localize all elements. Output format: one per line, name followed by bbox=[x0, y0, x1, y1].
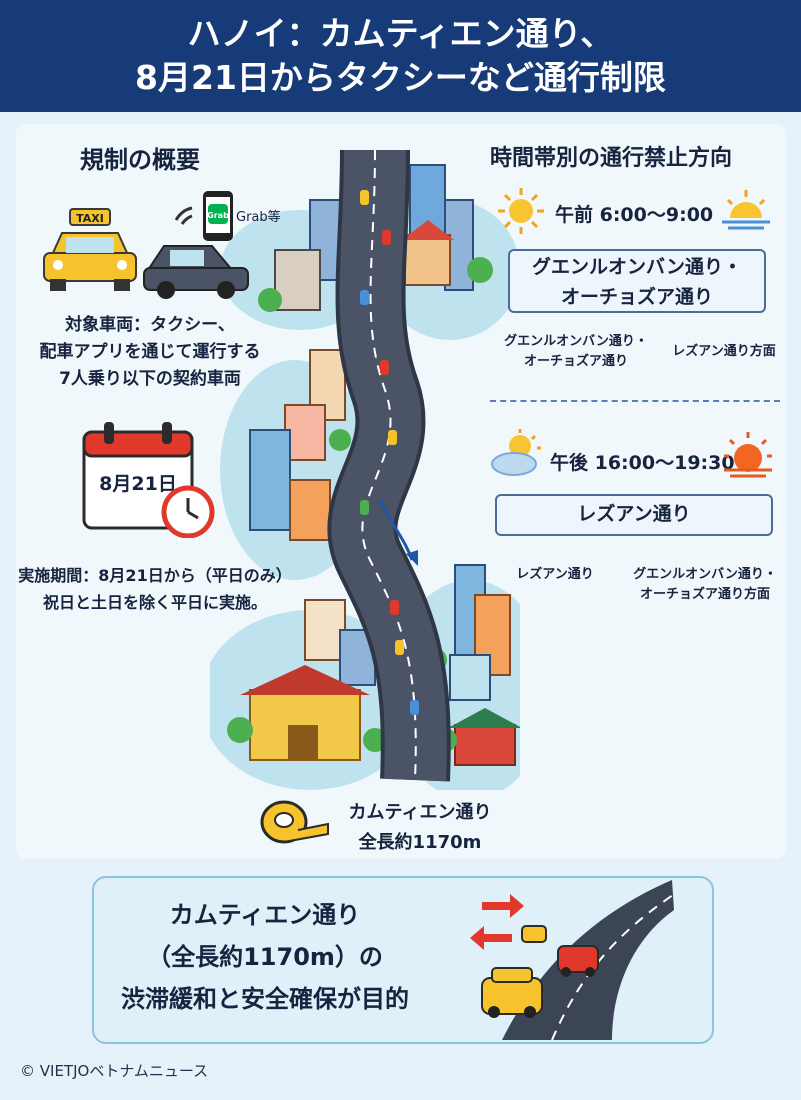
page-header: ハノイ：カムティエン通り、 8月21日からタクシーなど通行制限 bbox=[0, 0, 801, 112]
schedule-divider bbox=[490, 400, 780, 402]
morning-restricted-box: グエンルオンバン通り・ オーチョズア通り bbox=[508, 249, 766, 313]
period-line-2: 祝日と土日を除く平日に実施。 bbox=[42, 593, 267, 612]
morning-box-line-2: オーチョズア通り bbox=[560, 286, 713, 308]
partly-cloudy-icon bbox=[491, 429, 541, 476]
copyright: © VIETJOベトナムニュース bbox=[20, 1062, 209, 1080]
overview-heading: 規制の概要 bbox=[80, 146, 200, 174]
morning-box-line-1: グエンルオンバン通り・ bbox=[532, 256, 742, 278]
smartphone-icon: Grab bbox=[203, 191, 233, 241]
sun-icon bbox=[498, 188, 544, 234]
title-line-2: 8月21日からタクシーなど通行制限 bbox=[135, 58, 666, 97]
vehicles-line-1: 対象車両：タクシー、 bbox=[65, 315, 235, 335]
morning-from-line-1: グエンルオンバン通り・ bbox=[504, 334, 648, 349]
app-label: Grab等 bbox=[236, 210, 281, 225]
morning-from-line-2: オーチョズア通り bbox=[523, 354, 628, 369]
morning-to: レズアン通り方面 bbox=[672, 344, 776, 359]
goal-line-2: （全長約1170m）の bbox=[147, 943, 383, 971]
evening-to-line-2: オーチョズア通り方面 bbox=[639, 587, 770, 602]
vehicles-line-2: 配車アプリを通じて運行する bbox=[39, 342, 261, 362]
vehicles-line-3: 7人乗り以下の契約車両 bbox=[59, 369, 241, 389]
sunset-icon bbox=[724, 432, 772, 478]
small-taxi-icon bbox=[521, 925, 547, 943]
period-info: 実施期間：8月21日から（平日のみ） 祝日と土日を除く平日に実施。 bbox=[10, 562, 300, 616]
city-area-right-top bbox=[380, 164, 520, 340]
ride-hailing-car-icon bbox=[143, 206, 249, 299]
target-vehicles: 対象車両：タクシー、 配車アプリを通じて運行する 7人乗り以下の契約車両 bbox=[20, 312, 280, 393]
wifi-signal-icon bbox=[174, 206, 193, 225]
evening-to-line-1: グエンルオンバン通り・ bbox=[633, 567, 777, 582]
tape-measure-icon bbox=[260, 800, 329, 844]
evening-from: レズアン通り bbox=[516, 567, 594, 582]
road-illustration bbox=[210, 149, 520, 790]
goal-text: カムティエン通り （全長約1170m）の 渋滞緩和と安全確保が目的 bbox=[110, 894, 420, 1020]
taxi-sign: TAXI bbox=[76, 212, 104, 225]
taxi-car-icon bbox=[481, 967, 543, 1018]
road-length-label: カムティエン通り 全長約1170m bbox=[330, 798, 510, 858]
title-line-1: ハノイ：カムティエン通り、 bbox=[187, 14, 614, 53]
calendar-date: 8月21日 bbox=[99, 473, 177, 495]
sunrise-icon bbox=[722, 190, 770, 230]
schedule-heading: 時間帯別の通行禁止方向 bbox=[490, 146, 733, 171]
period-line-1: 実施期間：8月21日から（平日のみ） bbox=[18, 566, 292, 585]
evening-to: グエンルオンバン通り・ オーチョズア通り方面 bbox=[620, 565, 790, 605]
road-length: 全長約1170m bbox=[358, 832, 482, 853]
morning-time: 午前 6:00〜9:00 bbox=[555, 204, 714, 226]
evening-restricted-box: レズアン通り bbox=[495, 494, 773, 536]
grab-logo: Grab bbox=[207, 211, 229, 220]
morning-from: グエンルオンバン通り・ オーチョズア通り bbox=[488, 332, 664, 372]
city-area-left-bottom bbox=[210, 599, 420, 790]
red-car-icon bbox=[557, 945, 599, 977]
taxi-icon: TAXI bbox=[43, 208, 137, 291]
clock-icon bbox=[161, 485, 215, 538]
traffic-illustration bbox=[470, 880, 674, 1040]
road-cars bbox=[360, 190, 419, 715]
goal-line-3: 渋滞緩和と安全確保が目的 bbox=[121, 985, 409, 1013]
traffic-arrows-icon bbox=[470, 894, 524, 950]
evening-time: 午後 16:00〜19:30 bbox=[550, 452, 735, 474]
calendar-icon: 8月21日 bbox=[82, 422, 215, 538]
road-name: カムティエン通り bbox=[348, 802, 492, 823]
goal-line-1: カムティエン通り bbox=[169, 901, 361, 929]
